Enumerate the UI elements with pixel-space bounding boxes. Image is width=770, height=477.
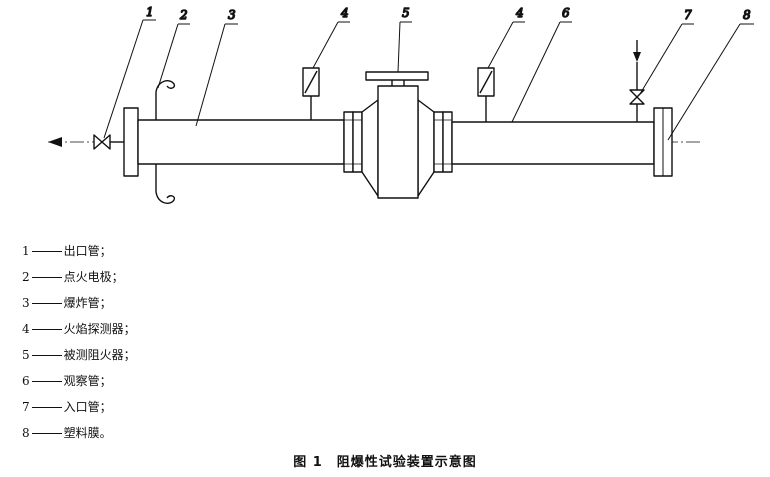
apparatus-diagram: 1 2 3 4 5 4 6 7 8 [48,4,754,204]
callout-3: 3 [228,8,236,22]
figure-title: 阻爆性试验装置示意图 [336,455,477,470]
flame-arrester-body [361,71,435,199]
observation-pipe [451,121,655,165]
figure-caption: 图 1 阻爆性试验装置示意图 [0,451,770,470]
callout-4-left: 4 [340,6,349,20]
outlet-valve-icon [93,134,111,150]
right-flange-a [433,111,444,173]
callout-8: 8 [743,8,751,22]
inlet-pipe [629,40,645,122]
callout-1: 1 [146,5,154,19]
callout-2: 2 [179,8,188,22]
left-flange-a [343,111,354,173]
callout-5: 5 [402,6,410,20]
explosion-pipe [137,119,345,165]
callout-4-right: 4 [515,6,524,20]
leader-lines [103,19,754,141]
flame-detector-right [477,67,495,122]
ignition-electrode-bottom [155,164,176,204]
flame-detector-left [302,67,320,120]
left-flange-b [352,111,363,173]
callout-7: 7 [684,8,692,22]
left-end-flange [123,107,139,177]
figure-number: 图 1 [293,455,323,470]
ignition-electrode-top [155,80,176,120]
callout-6: 6 [562,6,570,20]
right-flange-b [442,111,453,173]
outlet-arrow-icon [48,137,62,147]
